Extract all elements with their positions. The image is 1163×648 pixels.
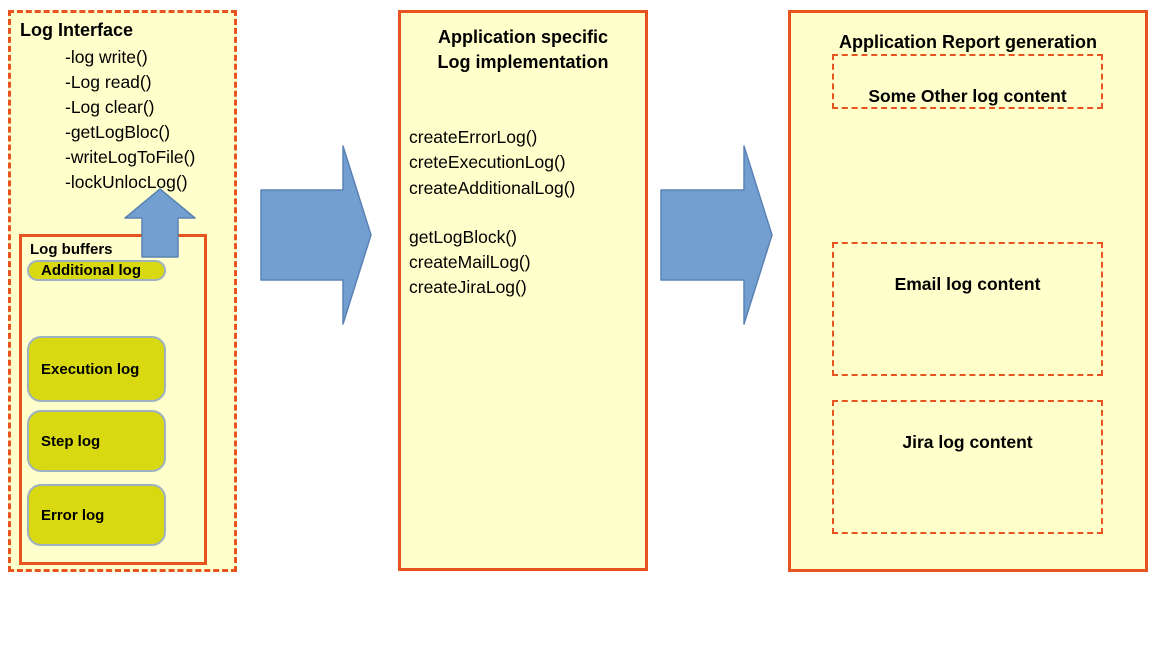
log-interface-method: -lockUnlocLog() xyxy=(65,172,188,192)
app-log-implementation-title: Application specific Log implementation xyxy=(401,13,645,75)
implementation-method: createAdditionalLog() xyxy=(409,177,576,198)
log-interface-method: -Log clear() xyxy=(65,97,155,117)
implementation-method: creteExecutionLog() xyxy=(409,152,566,173)
implementation-method: getLogBlock() xyxy=(409,226,517,247)
right-arrow-shape xyxy=(660,145,773,325)
right-arrow-icon-1 xyxy=(260,145,372,325)
title-line-2: Log implementation xyxy=(437,52,609,72)
log-interface-method: -writeLogToFile() xyxy=(65,147,196,167)
buffer-execution-log: Execution log xyxy=(27,336,166,402)
app-log-implementation-box: Application specific Log implementation … xyxy=(398,10,648,571)
app-report-generation-box: Application Report generation Email log … xyxy=(788,10,1148,572)
some-other-log-content-section: Some Other log content xyxy=(832,54,1103,109)
right-arrow-shape xyxy=(260,145,372,325)
implementation-method: createMailLog() xyxy=(409,252,531,273)
right-arrow-icon-2 xyxy=(660,145,773,325)
jira-log-content-section: Jira log content xyxy=(832,400,1103,534)
buffer-additional-log: Additional log xyxy=(27,260,166,281)
log-interface-title: Log Interface xyxy=(20,20,134,40)
log-buffers-box: Log buffers Execution log Step log Error… xyxy=(19,234,207,565)
implementation-method-group-1: createErrorLog() creteExecutionLog() cre… xyxy=(401,125,645,201)
title-line-1: Application specific xyxy=(437,27,609,47)
implementation-method: createJiraLog() xyxy=(409,277,527,298)
app-report-generation-title: Application Report generation xyxy=(838,32,1097,52)
log-buffers-title: Log buffers xyxy=(30,241,113,258)
up-arrow-icon xyxy=(124,188,196,258)
buffer-step-log: Step log xyxy=(27,410,166,472)
log-interface-method: -log write() xyxy=(65,47,148,67)
buffer-error-log: Error log xyxy=(27,484,166,546)
up-arrow-shape xyxy=(124,188,196,258)
email-log-content-section: Email log content xyxy=(832,242,1103,376)
log-interface-method-list: -log write() -Log read() -Log clear() -g… xyxy=(11,45,234,195)
log-interface-method: -getLogBloc() xyxy=(65,122,171,142)
implementation-method: createErrorLog() xyxy=(409,127,538,147)
log-interface-method: -Log read() xyxy=(65,72,152,92)
implementation-method-group-2: getLogBlock() createMailLog() createJira… xyxy=(401,225,645,301)
